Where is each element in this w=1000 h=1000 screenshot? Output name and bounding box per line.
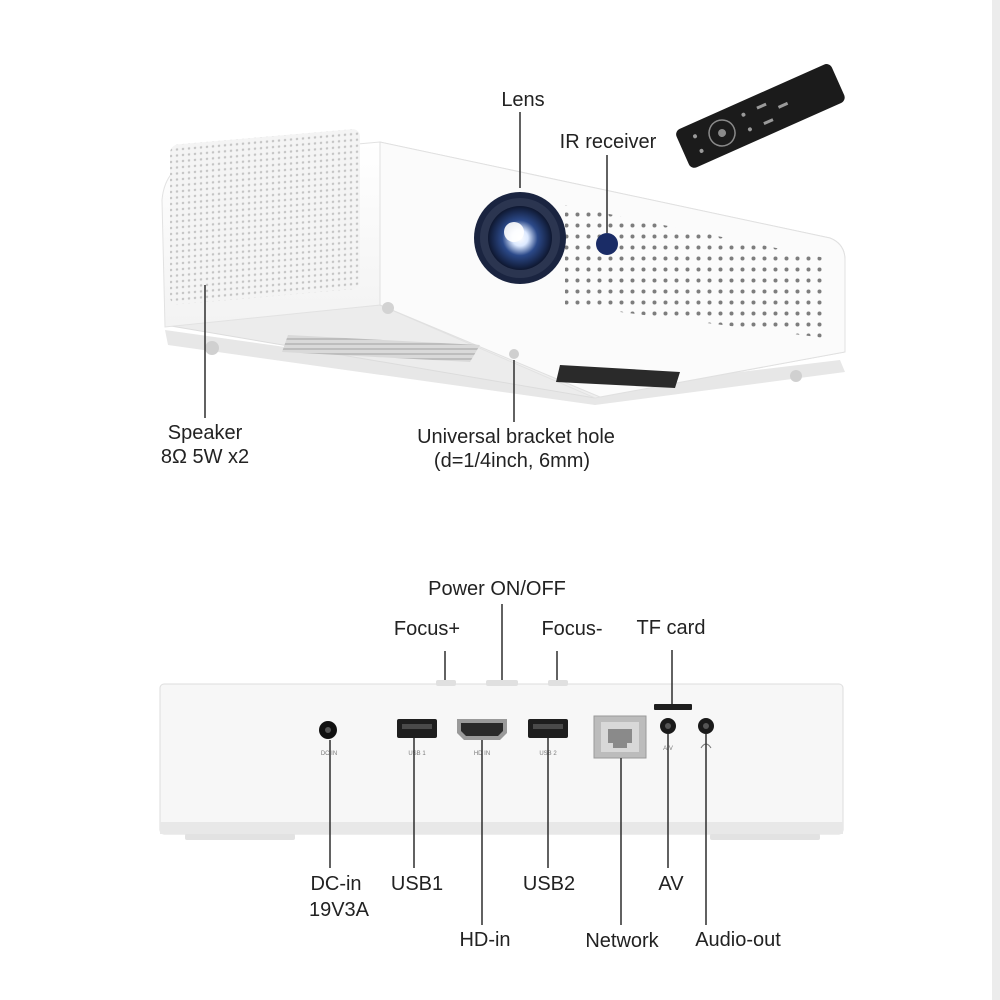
- speaker-spec-label: 8Ω 5W x2: [160, 446, 250, 468]
- bracket-hole-label: Universal bracket hole: [417, 426, 615, 448]
- rear-panel: [159, 683, 844, 840]
- speaker-label: Speaker: [167, 422, 243, 444]
- usb2-port: [528, 719, 568, 738]
- focus-minus-button: [548, 680, 568, 686]
- lens-icon: [474, 192, 566, 284]
- foot-right: [790, 370, 802, 382]
- lens-label: Lens: [501, 89, 545, 111]
- bracket-hole-spec-label: (d=1/4inch, 6mm): [433, 450, 591, 472]
- tf-card-slot: [654, 704, 692, 710]
- usb1-marking: USB 1: [408, 751, 426, 757]
- hd-in-port: [457, 719, 507, 740]
- ir-receiver-label: IR receiver: [559, 131, 657, 153]
- audio-out-port: [698, 718, 714, 734]
- network-label: Network: [585, 930, 659, 952]
- tf-card-label: TF card: [636, 617, 706, 639]
- dc-in-label: DC-in: [310, 873, 362, 895]
- bracket-hole: [509, 349, 519, 359]
- av-label: AV: [658, 873, 684, 895]
- dc-in-marking: DC IN: [321, 751, 337, 757]
- dc-in-port: [319, 721, 337, 739]
- bottom-vent: [282, 335, 480, 362]
- av-port: [660, 718, 676, 734]
- remote-control-icon: [676, 64, 845, 168]
- focus-minus-label: Focus-: [541, 618, 603, 640]
- audio-out-label: Audio-out: [695, 929, 781, 951]
- ir-receiver-window: [596, 233, 618, 255]
- network-port: [593, 715, 647, 759]
- bottom-label-plate: [556, 365, 680, 388]
- speaker-grille: [170, 129, 360, 305]
- hd-in-label: HD-in: [459, 929, 511, 951]
- usb2-label: USB2: [522, 873, 576, 895]
- foot-left: [205, 341, 219, 355]
- focus-plus-button: [436, 680, 456, 686]
- dc-in-spec-label: 19V3A: [308, 899, 370, 921]
- usb1-port: [397, 719, 437, 738]
- power-button: [486, 680, 518, 686]
- usb1-label: USB1: [390, 873, 444, 895]
- right-border: [992, 0, 1000, 1000]
- focus-plus-label: Focus+: [393, 618, 461, 640]
- power-label: Power ON/OFF: [428, 578, 566, 600]
- front-vent-dots: [565, 205, 825, 338]
- foot-rear: [382, 302, 394, 314]
